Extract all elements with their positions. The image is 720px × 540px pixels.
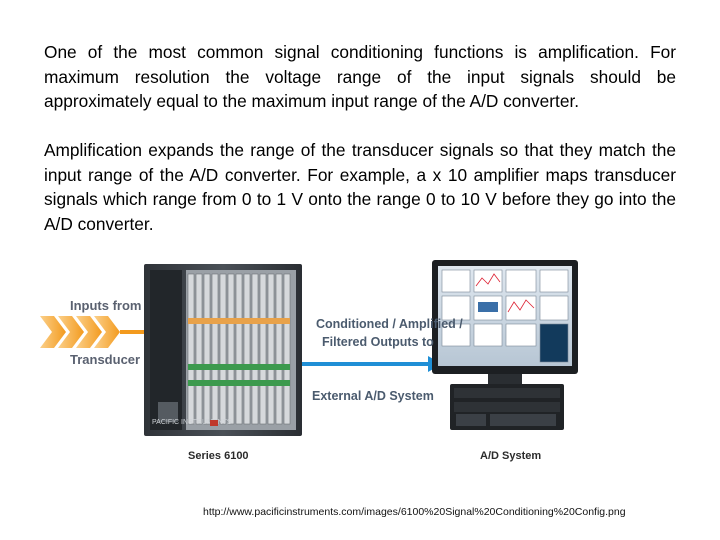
source-url: http://www.pacificinstruments.com/images… [203, 506, 626, 518]
a-d-system-chassis [450, 384, 564, 430]
signal-conditioning-figure: PACIFIC INSTRUMENTS [40, 252, 680, 472]
paragraph-1: One of the most common signal conditioni… [44, 42, 676, 111]
external-ad-label: External A/D System [312, 389, 434, 403]
series-6100-rack: PACIFIC INSTRUMENTS [144, 264, 302, 436]
outputs-label-line2: Filtered Outputs to [322, 335, 434, 349]
input-chevrons [40, 316, 120, 348]
a-d-system-monitor [432, 260, 578, 384]
inputs-label-line2: Transducer [70, 352, 141, 367]
paragraph-2: Amplification expands the range of the t… [44, 140, 676, 234]
brand-text: PACIFIC INSTRUMENTS [152, 419, 232, 426]
ad-system-caption: A/D System [480, 450, 542, 462]
figure-drawing: PACIFIC INSTRUMENTS [40, 260, 578, 436]
output-signal-line [302, 362, 430, 366]
rack-caption: Series 6100 [188, 450, 249, 462]
outputs-label-line1: Conditioned / Amplified / [316, 317, 463, 331]
inputs-label-line1: Inputs from [70, 298, 142, 313]
